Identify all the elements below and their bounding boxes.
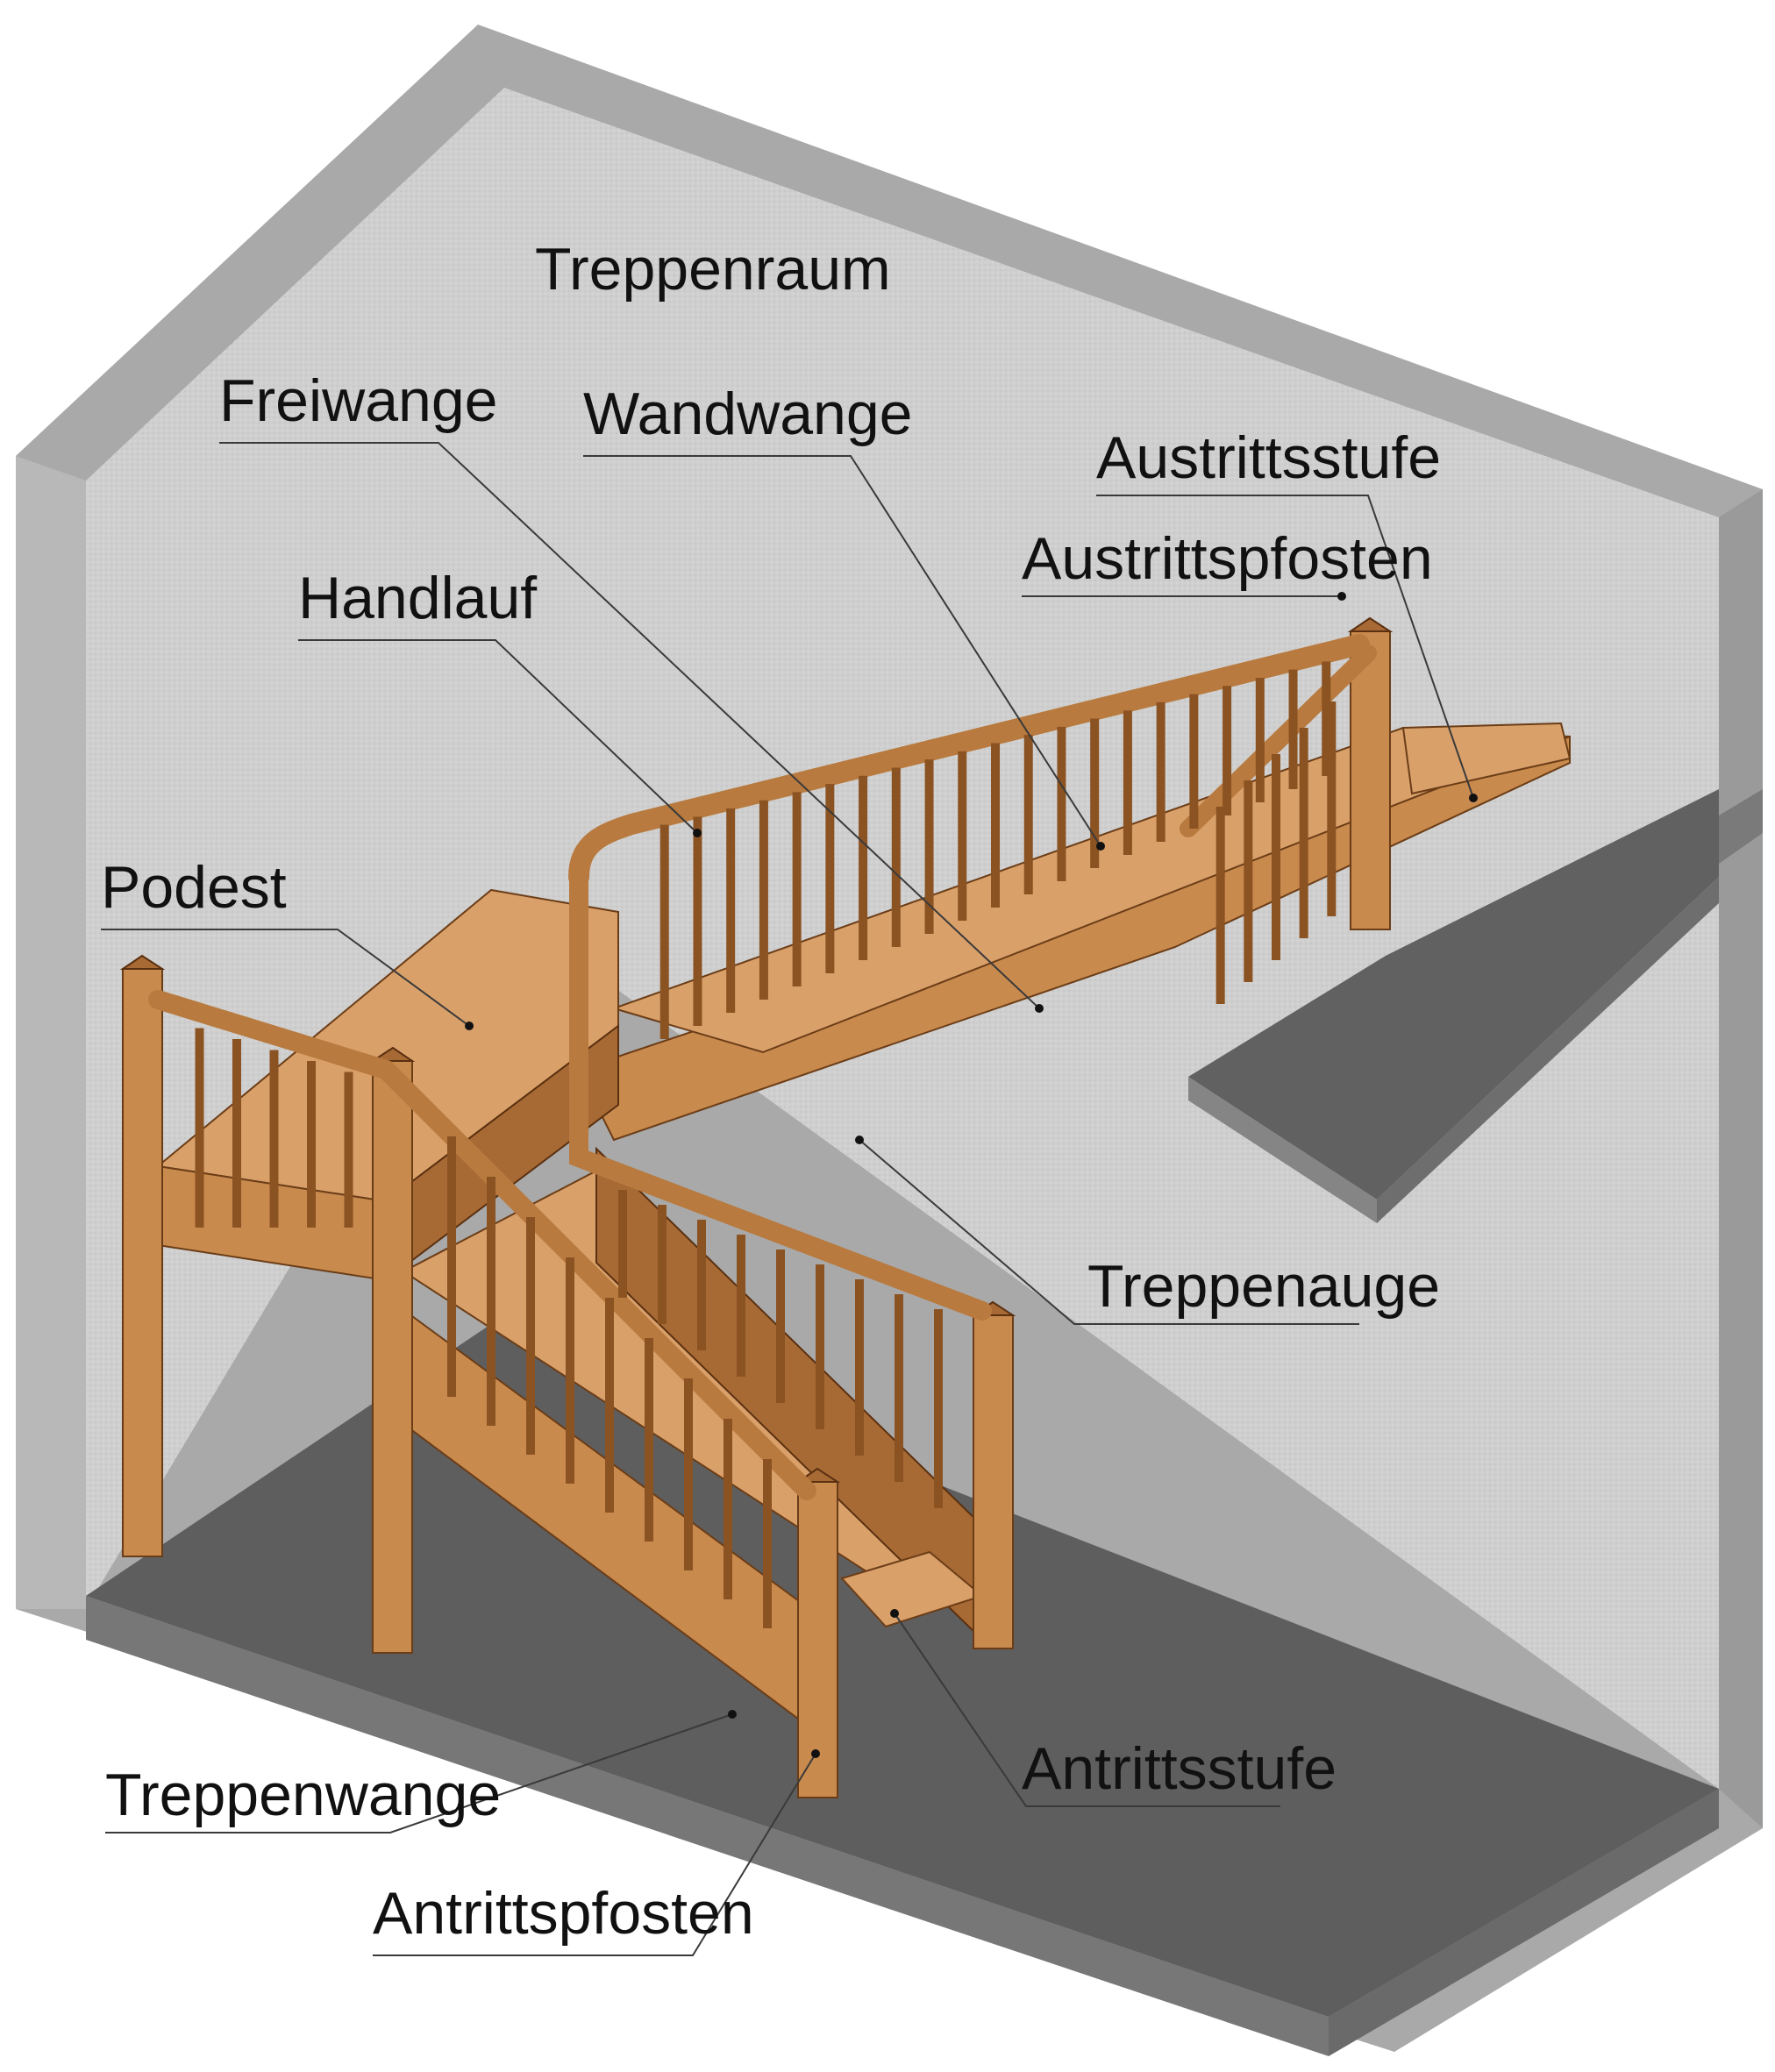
label-treppenraum: Treppenraum (535, 236, 891, 303)
newel-posts (119, 616, 1394, 1798)
leader-dot (890, 1609, 899, 1618)
label-antrittspfosten: Antrittspfosten (373, 1880, 754, 1947)
upper-short-handrail (1180, 644, 1377, 837)
label-podest: Podest (101, 854, 287, 921)
newel-cap (1347, 616, 1394, 632)
left-wall-thickness (16, 456, 86, 1609)
newel-cap (369, 1046, 416, 1062)
newel-cap (119, 954, 166, 970)
leader-antrittsstufe (894, 1613, 1280, 1807)
label-antrittsstufe: Antrittsstufe (1022, 1735, 1337, 1802)
label-treppenauge: Treppenauge (1087, 1253, 1440, 1320)
upper-slab-top (1188, 789, 1719, 1200)
leader-handlauf (298, 639, 698, 834)
label-handlauf: Handlauf (298, 565, 537, 631)
landing-post-mid (372, 1060, 413, 1654)
labels: Treppenraum Freiwange Wandwange Austritt… (101, 236, 1441, 1947)
upper-slab-side (1377, 877, 1719, 1223)
leader-austrittsstufe (1096, 495, 1474, 799)
leader-dot (465, 1022, 474, 1030)
leader-dot (1469, 794, 1478, 802)
label-freiwange: Freiwange (219, 367, 498, 434)
right-wall-thickness (1719, 489, 1763, 1828)
leader-dot (1035, 1004, 1044, 1013)
leader-antrittspfosten (373, 1753, 816, 1956)
label-austrittspfosten: Austrittspfosten (1022, 525, 1433, 592)
leader-lines (101, 442, 1478, 1956)
landing-post-left (122, 968, 163, 1557)
floor-edge-right (1329, 1789, 1719, 2056)
leader-dot (693, 829, 702, 837)
upper-handrail (568, 634, 1370, 887)
landing-handrail (148, 990, 816, 1500)
label-wandwange: Wandwange (583, 381, 913, 447)
label-treppenwange: Treppenwange (105, 1762, 501, 1828)
leader-dot (1337, 592, 1346, 601)
balusters (195, 661, 1337, 1628)
floor-edge (86, 1596, 1329, 2056)
upper-slab-front (1188, 1077, 1377, 1223)
leader-wandwange (583, 455, 1101, 847)
leader-dot (728, 1710, 737, 1719)
leader-dot (855, 1136, 864, 1144)
leader-freiwange (219, 442, 1040, 1009)
wall-ledge (1719, 789, 1763, 864)
austrittsstufe-tread (1401, 722, 1572, 795)
leader-podest (101, 929, 470, 1027)
leader-dot (811, 1749, 820, 1758)
label-austrittsstufe: Austrittsstufe (1096, 424, 1441, 491)
handrails (148, 634, 1377, 1500)
leader-dot (1096, 842, 1105, 851)
upper-floor-slab (1188, 789, 1763, 1223)
leader-treppenauge (859, 1139, 1359, 1325)
leader-treppenwange (105, 1713, 733, 1833)
curved-handrail (569, 867, 992, 1321)
lower-flight-top-post (973, 1314, 1014, 1649)
